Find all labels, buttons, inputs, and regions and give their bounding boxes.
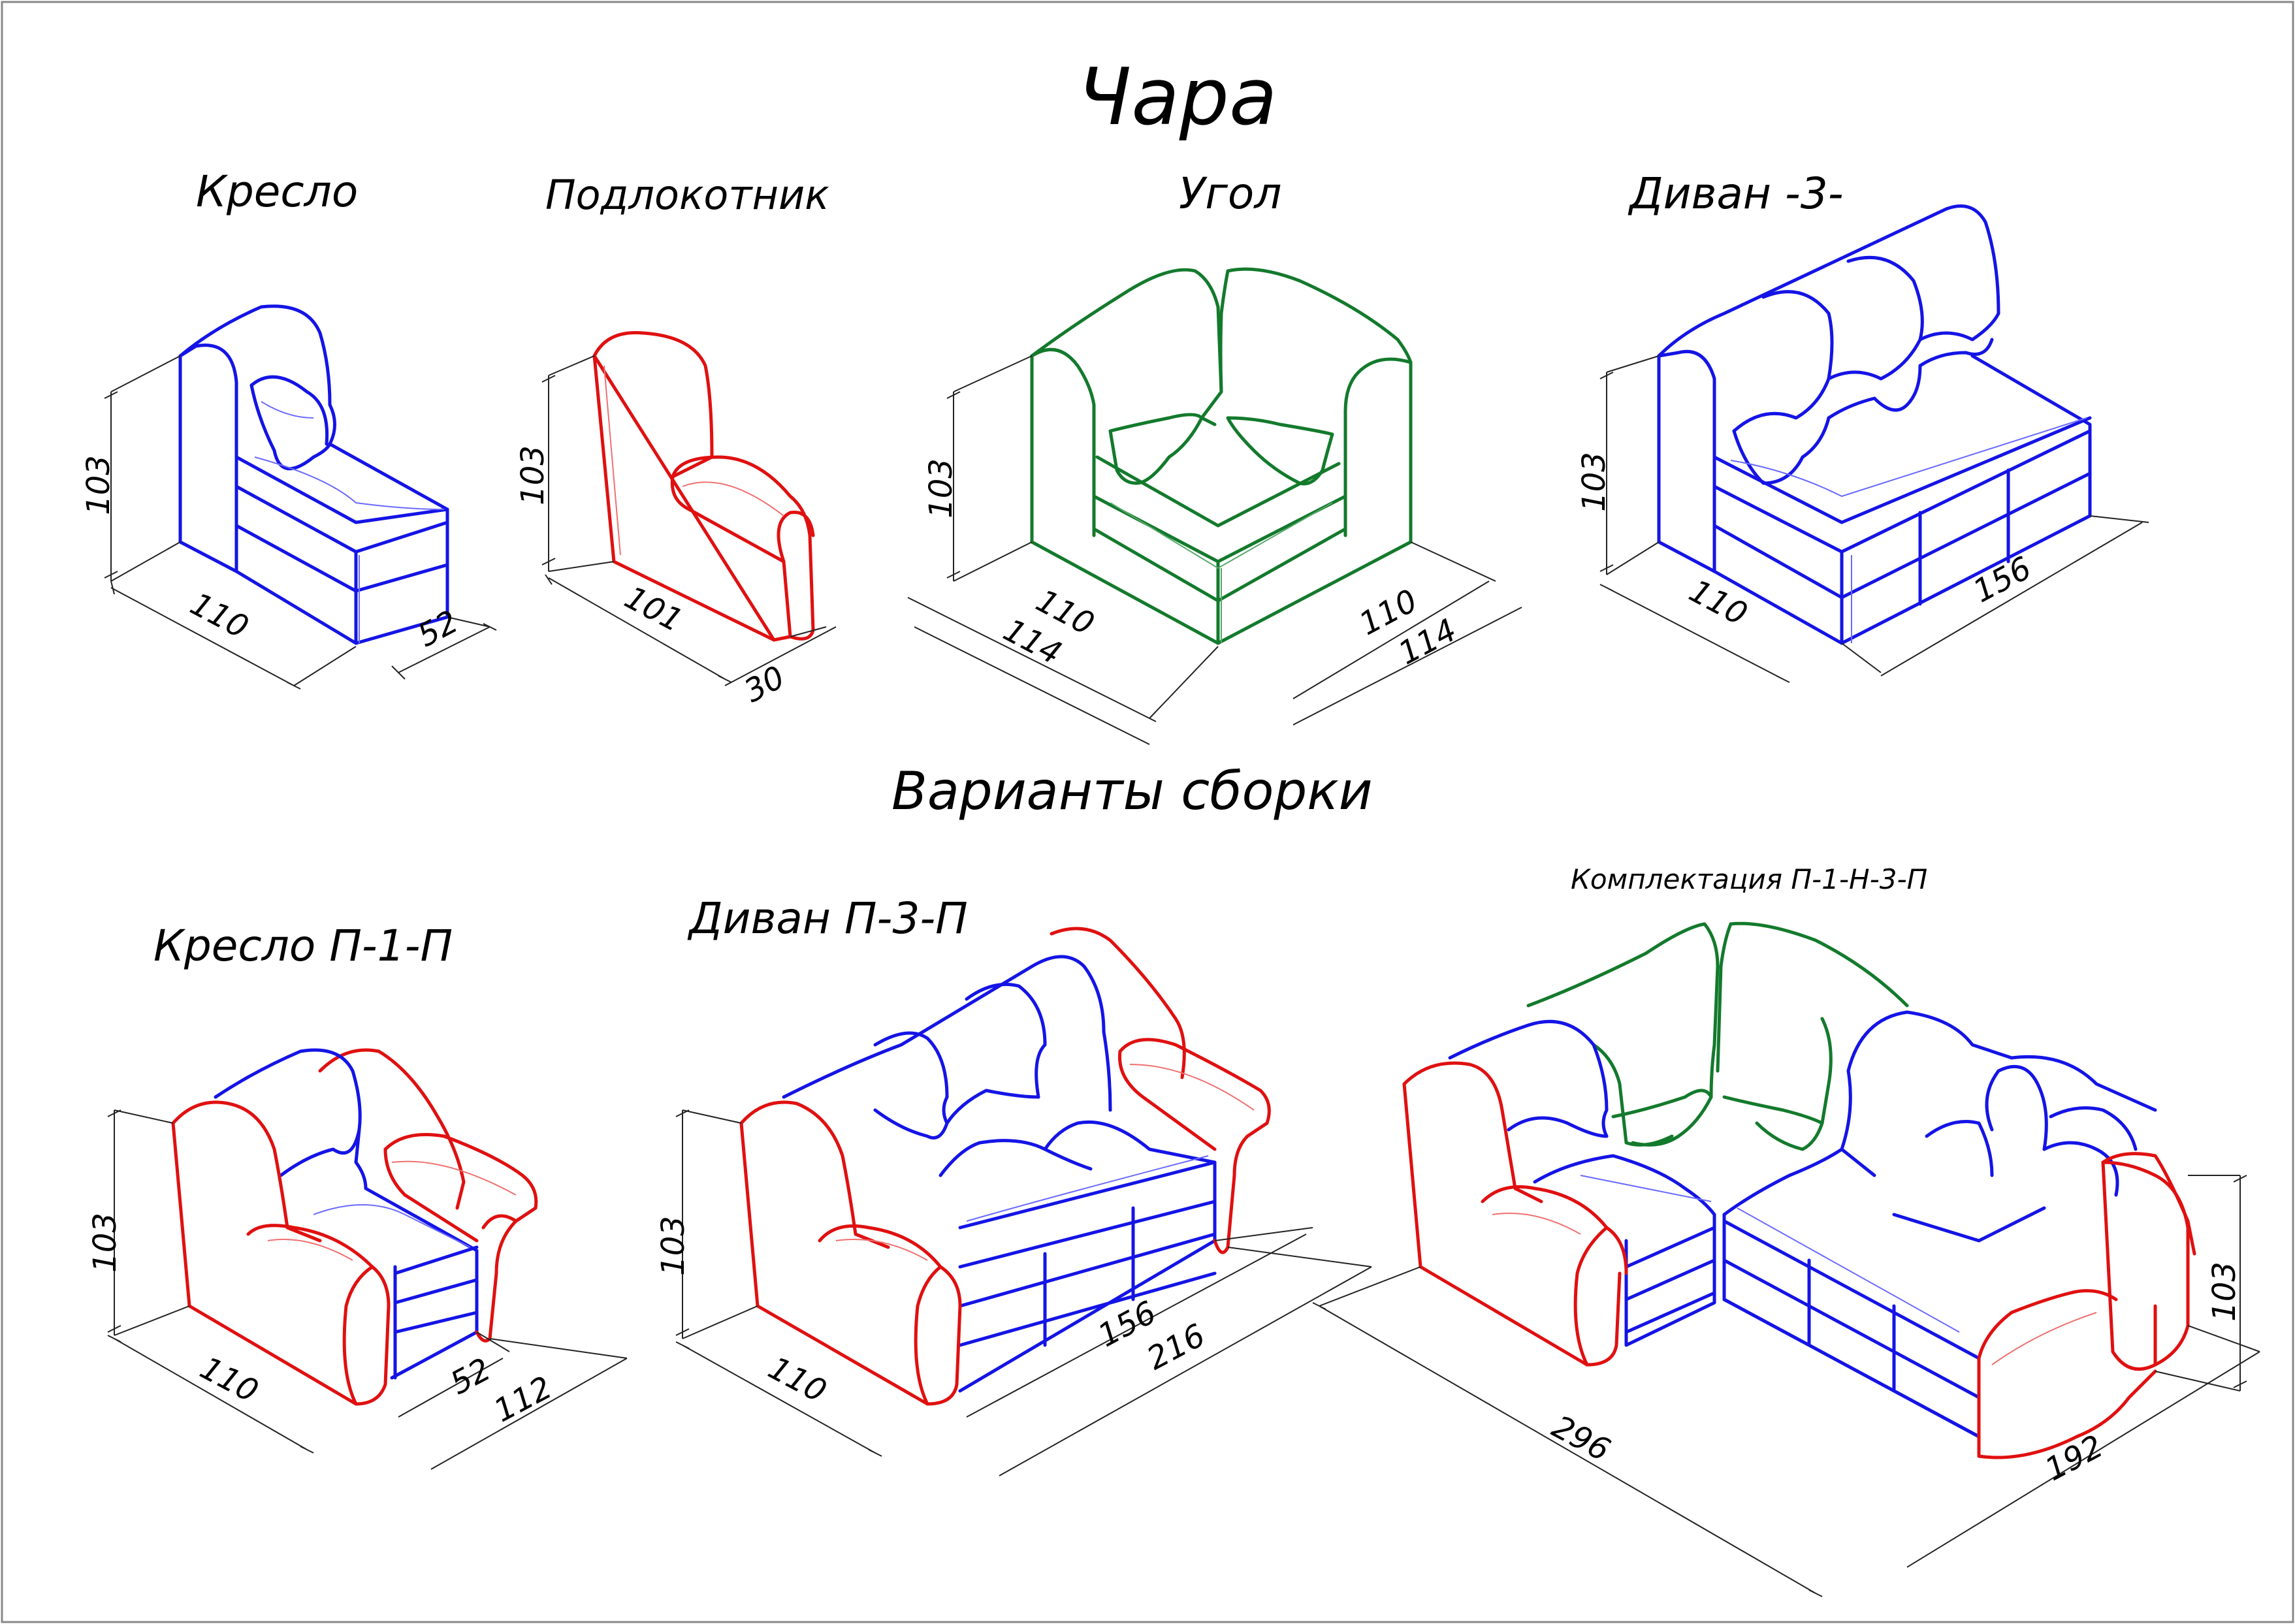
- assembly-set-drawing: [1402, 921, 2196, 1459]
- dimension-lines: [104, 355, 2260, 1597]
- module-chair-drawing: [178, 304, 449, 645]
- dim-asm-chair-height: 103: [86, 1213, 123, 1273]
- dim-chair-height: 103: [80, 455, 117, 515]
- dim-asm-sofa-height: 103: [654, 1216, 692, 1276]
- module-sofa3-title: Диван -3-: [1629, 168, 1844, 219]
- assembly-sofa-title: Диван П-3-П: [689, 893, 968, 944]
- module-chair-title: Кресло: [196, 167, 359, 217]
- section-subtitle: Варианты сборки: [891, 761, 1373, 821]
- assembly-chair-drawing: [171, 1048, 538, 1406]
- module-armrest-title: Подлокотник: [545, 171, 829, 219]
- assembly-sofa-drawing: [739, 927, 1271, 1406]
- dim-corner-height: 103: [922, 458, 959, 518]
- module-corner-drawing: [1030, 267, 1413, 645]
- assembly-set-title: Комплектация П-1-Н-3-П: [1571, 863, 1928, 895]
- dim-sofa3-height: 103: [1575, 452, 1613, 512]
- assembly-chair-title: Кресло П-1-П: [153, 921, 453, 971]
- module-corner-title: Угол: [1179, 168, 1282, 219]
- dim-asm-set-height: 103: [2206, 1262, 2243, 1322]
- dim-armrest-height: 103: [514, 445, 551, 505]
- page-title: Чара: [1078, 52, 1277, 143]
